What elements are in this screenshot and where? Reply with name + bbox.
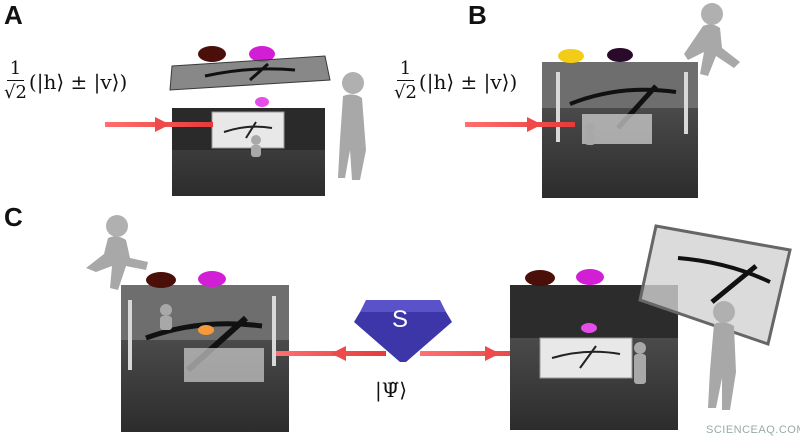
state-expression-b: (|h⟩ ± |v⟩) xyxy=(418,70,518,94)
inner-meter-needle-a xyxy=(245,121,257,139)
superposition-formula-b: 1 √2 (|h⟩ ± |v⟩) xyxy=(394,60,517,104)
outside-observer-head-a xyxy=(342,72,364,94)
opened-lid-meter-pointer xyxy=(710,264,758,304)
panel-label-c: C xyxy=(4,202,23,232)
dark-red-knob-icon xyxy=(198,46,226,62)
magenta-knob-c-right-icon xyxy=(576,269,604,285)
small-observer-body-a xyxy=(251,145,261,157)
magenta-knob-c-left-icon xyxy=(198,271,226,287)
fraction-b: 1 √2 xyxy=(394,60,417,104)
panel-label-a: A xyxy=(4,0,23,30)
small-observer-body-c-left xyxy=(160,316,172,330)
orange-glow-c-left xyxy=(198,325,214,335)
watermark-text: SCIENCEAQ.COM xyxy=(706,424,800,436)
source-device xyxy=(354,312,452,362)
lid-rail-right-c xyxy=(272,296,276,366)
fraction-a: 1 √2 xyxy=(4,60,27,104)
small-observer-head-c-right xyxy=(634,342,646,354)
standing-observer-body-c-right xyxy=(708,322,736,410)
source-device-top xyxy=(360,300,446,312)
fraction-numerator-b: 1 xyxy=(396,60,415,81)
inner-meter-arc-a xyxy=(223,125,273,133)
jumping-observer-body-c xyxy=(86,236,148,290)
fraction-denominator-b: √2 xyxy=(394,82,417,103)
fraction-numerator-a: 1 xyxy=(6,60,25,81)
jumping-observer-body-b xyxy=(684,24,740,76)
jumping-observer-head-b xyxy=(701,3,723,25)
yellow-knob-icon xyxy=(558,49,584,63)
lab-box-c-right-interior xyxy=(510,285,678,338)
jumping-observer-head-c xyxy=(106,215,128,237)
panel-c-apparatus xyxy=(86,215,792,432)
lid-meter-needle-a xyxy=(204,67,296,78)
state-expression-a: (|h⟩ ± |v⟩) xyxy=(28,70,128,94)
fraction-denominator-a: √2 xyxy=(4,82,27,103)
opened-lid-meter-arc xyxy=(677,256,771,284)
panel-b-apparatus xyxy=(465,3,740,198)
dark-purple-knob-icon xyxy=(607,48,633,62)
magenta-knob-icon xyxy=(249,46,275,62)
input-beam-b xyxy=(465,122,575,127)
outside-observer-body-a xyxy=(338,94,366,180)
beam-arrow-right-icon xyxy=(485,346,500,361)
beam-arrow-b-icon xyxy=(527,117,542,132)
inner-meter-needle-c-right xyxy=(579,345,597,369)
lab-box-b-top xyxy=(542,62,698,108)
source-state-label: |Ψ̃⟩ xyxy=(375,378,408,402)
panel-a-apparatus xyxy=(105,46,366,196)
raised-lid-a xyxy=(169,55,331,91)
lid-rail-right-b xyxy=(684,72,688,134)
magenta-glow-c-right xyxy=(581,323,597,333)
dark-red-knob-c-right-icon xyxy=(525,270,555,286)
lid-meter-arc-c-left xyxy=(145,321,263,341)
lid-meter-pointer-a xyxy=(249,62,269,82)
beam-to-right xyxy=(420,351,542,356)
small-observer-body-b xyxy=(585,133,595,145)
small-observer-head-a xyxy=(251,135,261,145)
small-observer-head-b xyxy=(585,123,595,133)
panel-label-b: B xyxy=(468,0,487,30)
beam-arrow-left-icon xyxy=(331,346,346,361)
inner-meter-a xyxy=(211,111,285,149)
beam-arrow-a-icon xyxy=(155,117,170,132)
superposition-formula-a: 1 √2 (|h⟩ ± |v⟩) xyxy=(4,60,127,104)
opened-lid-c-right xyxy=(638,224,792,346)
inner-meter-arc-c-right xyxy=(551,350,621,359)
inner-meter-c-left xyxy=(184,348,264,382)
small-observer-body-c-right xyxy=(634,354,646,384)
lid-rail-left-c xyxy=(128,300,132,370)
lid-meter-arc-b xyxy=(569,87,677,106)
standing-observer-head-c-right xyxy=(713,301,735,323)
magenta-glow-a xyxy=(255,97,269,107)
small-observer-head-c-left xyxy=(160,304,172,316)
lid-rail-left-b xyxy=(556,72,560,142)
dark-red-knob-c-left-icon xyxy=(146,272,176,288)
source-label: S xyxy=(392,306,409,333)
